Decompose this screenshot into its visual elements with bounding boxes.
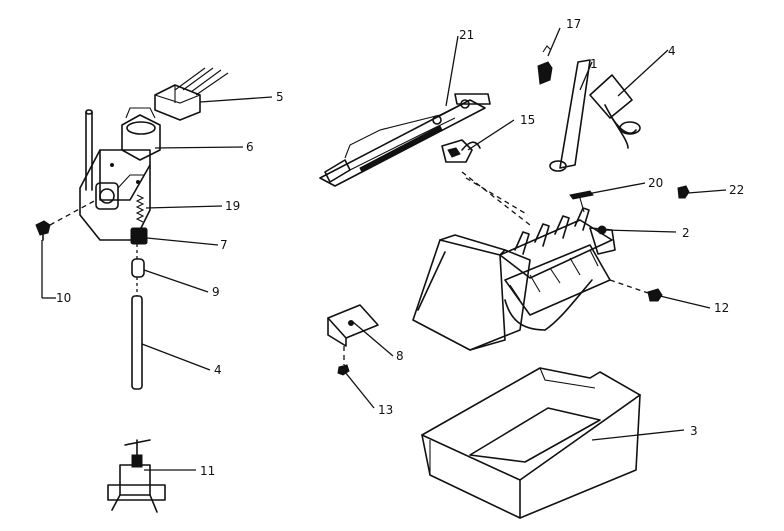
thermostat-part-15 <box>441 139 531 226</box>
valve-nut-part-7 <box>130 227 148 245</box>
mounting-bracket-part-8 <box>327 304 379 347</box>
screw-part-13 <box>337 346 350 376</box>
screw-part-12 <box>609 279 663 302</box>
callout-4-fill-cup: 4 <box>668 44 676 58</box>
callout-12: 12 <box>714 301 729 315</box>
callout-17: 17 <box>566 17 581 31</box>
callout-8: 8 <box>396 349 404 363</box>
callout-21: 21 <box>459 28 474 42</box>
callout-11: 11 <box>200 464 215 478</box>
lever-part-20 <box>569 190 594 213</box>
callout-19: 19 <box>225 199 240 213</box>
callout-13: 13 <box>378 403 393 417</box>
ferrule-part-9 <box>131 258 145 278</box>
callout-4-tube: 4 <box>214 363 222 377</box>
water-valve-bracket-part-6 <box>79 109 151 241</box>
callout-6: 6 <box>246 140 254 154</box>
callout-9: 9 <box>212 285 220 299</box>
callout-22: 22 <box>729 183 744 197</box>
solenoid-coil-part-5 <box>121 67 229 161</box>
saddle-valve-part-11 <box>107 439 166 513</box>
callout-2: 2 <box>682 226 690 240</box>
shaft-part-1 <box>549 59 591 172</box>
callout-10: 10 <box>56 291 71 305</box>
fill-cup-part-4 <box>589 74 641 149</box>
fill-tube-part-4 <box>131 244 143 390</box>
callout-3: 3 <box>690 424 698 438</box>
callout-15: 15 <box>520 113 535 127</box>
screw-part-22 <box>677 185 690 199</box>
callout-5: 5 <box>276 90 284 104</box>
callout-7: 7 <box>220 238 228 252</box>
callout-20: 20 <box>648 176 663 190</box>
screw-part-10 <box>35 199 97 241</box>
ice-maker-module-part-2 <box>412 207 616 351</box>
callout-1: 1 <box>590 57 598 71</box>
clip-part-17 <box>537 45 553 85</box>
ice-bin-part-3 <box>421 367 641 519</box>
valve-spring-part-19 <box>135 194 145 223</box>
harness-cover-part-21 <box>319 93 491 187</box>
